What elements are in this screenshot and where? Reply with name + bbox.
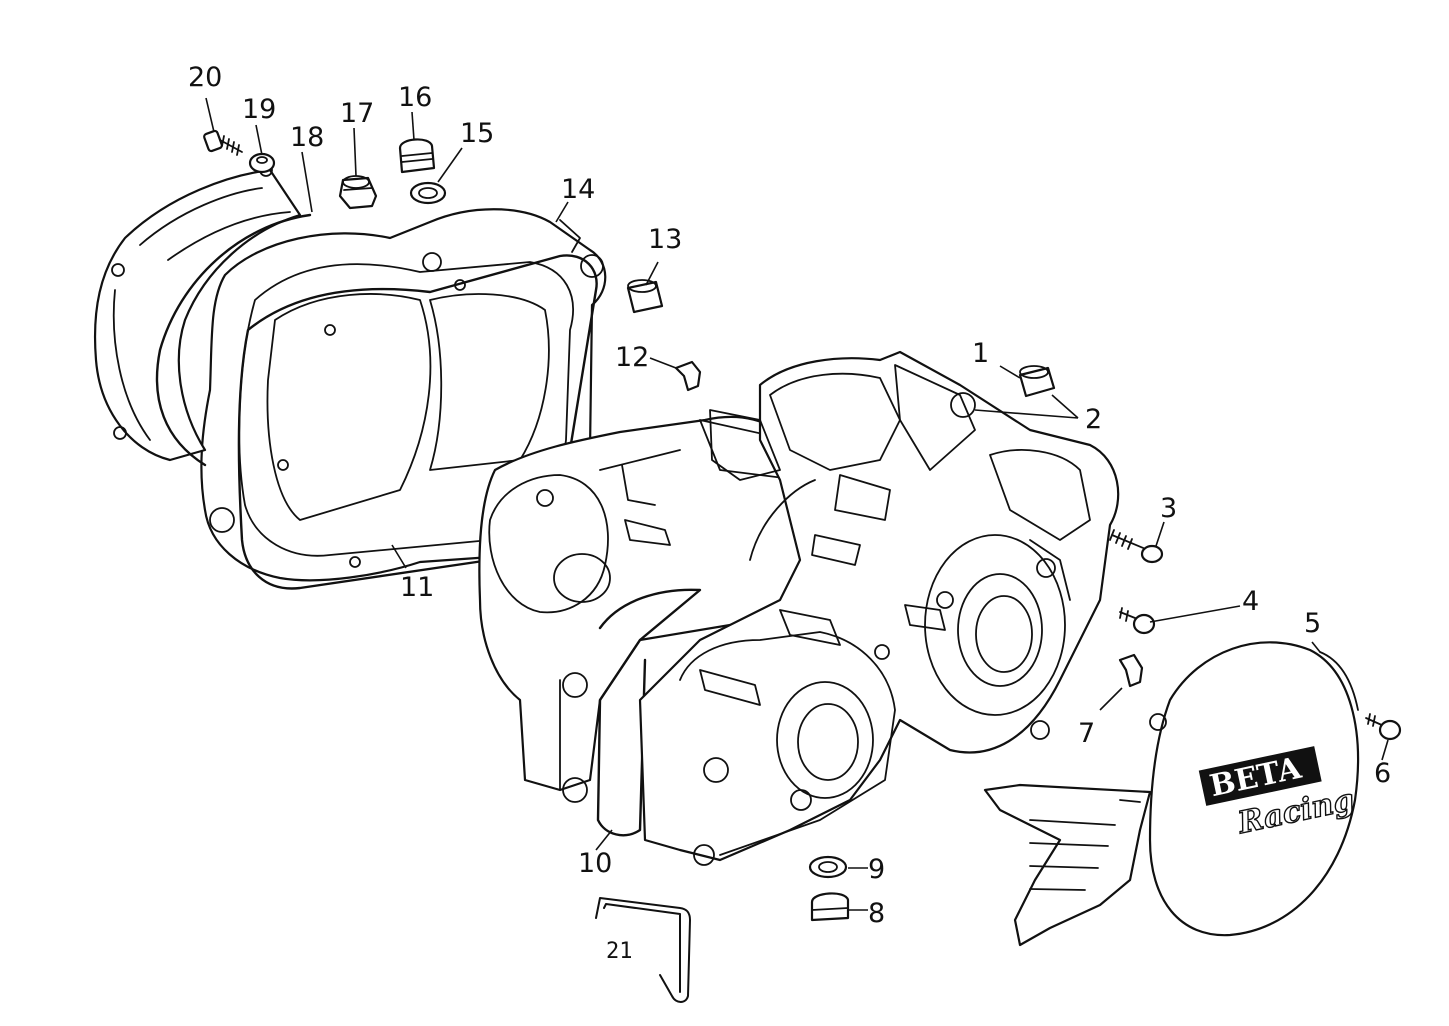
part-9-washer xyxy=(808,855,848,879)
crankcase-gasket xyxy=(596,588,702,837)
part-12-elbow-fitting xyxy=(674,360,702,392)
callout-18: 18 xyxy=(290,122,324,153)
o-ring-seal xyxy=(155,213,312,467)
part-1-dowel xyxy=(1018,365,1056,398)
callout-9: 9 xyxy=(868,854,885,885)
callout-5: 5 xyxy=(1304,608,1321,639)
part-15-washer xyxy=(409,181,447,205)
part-19-bush xyxy=(248,152,276,174)
callout-2: 2 xyxy=(1085,404,1102,435)
part-13-dowel xyxy=(626,279,664,314)
callout-13: 13 xyxy=(648,224,682,255)
callout-20: 20 xyxy=(188,62,222,93)
callout-6: 6 xyxy=(1374,758,1391,789)
part-3-bolt xyxy=(1109,529,1164,564)
part-8-drain-plug xyxy=(810,892,850,922)
part-21-pipe xyxy=(595,897,691,1003)
callout-16: 16 xyxy=(398,82,432,113)
ignition-cover: BETA Racing xyxy=(983,641,1360,947)
leader-lines xyxy=(205,97,1389,911)
callout-3: 3 xyxy=(1160,493,1177,524)
part-7-elbow-fitting xyxy=(1118,653,1144,688)
callout-19: 19 xyxy=(242,94,276,125)
callout-4: 4 xyxy=(1242,586,1259,617)
callout-14: 14 xyxy=(561,174,595,205)
callout-8: 8 xyxy=(868,898,885,929)
crankcase-right-half xyxy=(638,350,1120,866)
callout-12: 12 xyxy=(615,342,649,373)
part-6-screw xyxy=(1365,713,1402,741)
callout-11: 11 xyxy=(400,572,434,603)
callout-labels: 20 19 18 17 16 15 14 13 12 1 2 3 4 5 7 6… xyxy=(188,62,1391,964)
callout-7: 7 xyxy=(1078,718,1095,749)
callout-15: 15 xyxy=(460,118,494,149)
part-4-screw xyxy=(1119,607,1156,635)
part-16-filler-plug xyxy=(398,138,436,174)
callout-17: 17 xyxy=(340,98,374,129)
callout-21: 21 xyxy=(606,939,633,964)
clutch-outer-cover xyxy=(93,163,302,462)
callout-1: 1 xyxy=(972,338,989,369)
part-17-plug xyxy=(338,175,378,210)
callout-10: 10 xyxy=(578,848,612,879)
part-20-screw xyxy=(203,129,243,156)
